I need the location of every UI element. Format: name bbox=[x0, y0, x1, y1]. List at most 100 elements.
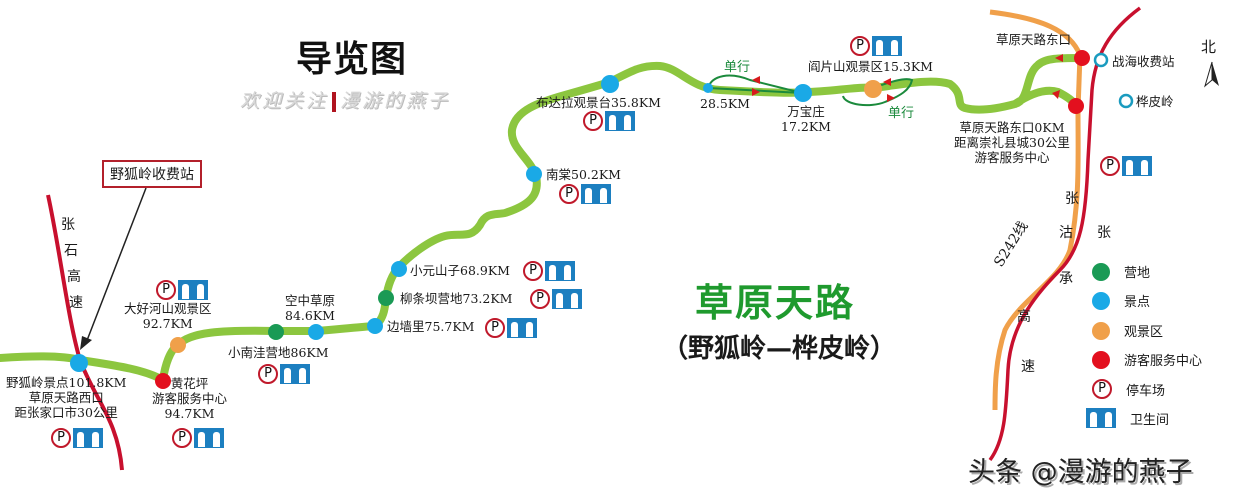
node-zhanhai-toll[interactable] bbox=[1093, 52, 1109, 68]
amenities-yehuling: P bbox=[51, 428, 103, 448]
subtitle-divider bbox=[332, 92, 337, 112]
amenities-budala: P bbox=[583, 111, 635, 131]
amenities-dahaohe: P bbox=[156, 280, 208, 300]
parking-icon: P bbox=[523, 261, 543, 281]
node-bianqiangli[interactable] bbox=[367, 318, 383, 334]
scenic-dot-icon bbox=[1092, 291, 1110, 310]
legend-item-restroom: 卫生间 bbox=[1086, 408, 1169, 428]
node-nantang[interactable] bbox=[526, 166, 542, 182]
restroom-icon bbox=[552, 289, 582, 309]
restroom-icon bbox=[280, 364, 310, 384]
oneway-loop-west bbox=[707, 74, 803, 94]
hwy-east-char: 速 bbox=[1021, 359, 1035, 375]
label-liutiaoba: 柳条坝营地73.2KM bbox=[400, 291, 513, 306]
node-liutiaoba[interactable] bbox=[378, 290, 394, 306]
node-xiaonanwa[interactable] bbox=[268, 324, 284, 340]
s242-road bbox=[989, 9, 1083, 411]
label-bianqiangli: 边墙里75.7KM bbox=[387, 319, 475, 334]
amenities-liutiaoba: P bbox=[530, 289, 582, 309]
hwy-west-char: 速 bbox=[69, 295, 83, 311]
oneway-loop-east bbox=[842, 78, 914, 107]
parking-icon: P bbox=[51, 428, 71, 448]
node-dahaohe[interactable] bbox=[170, 337, 186, 353]
restroom-icon bbox=[1086, 408, 1116, 428]
oneway-label-east: 单行 bbox=[888, 106, 915, 121]
restroom-icon bbox=[507, 318, 537, 338]
hwy-west-char: 石 bbox=[64, 243, 78, 259]
legend-item-parking: P 停车场 bbox=[1092, 379, 1165, 399]
restroom-icon bbox=[545, 261, 575, 281]
route-subtitle: （野狐岭—桦皮岭） bbox=[662, 334, 897, 364]
label-zhanhai-toll: 战海收费站 bbox=[1112, 54, 1175, 69]
legend-item-scenic: 景点 bbox=[1092, 291, 1150, 310]
node-huapiling[interactable] bbox=[1118, 93, 1134, 109]
restroom-icon bbox=[581, 184, 611, 204]
node-kongzhong[interactable] bbox=[308, 324, 324, 340]
hwy-west-char: 张 bbox=[61, 217, 75, 233]
node-xiaoyuanshanzi[interactable] bbox=[391, 261, 407, 277]
node-east-gate[interactable] bbox=[1074, 50, 1090, 66]
hwy-east-char: 沽 bbox=[1059, 225, 1073, 241]
visitor-center-dot-icon bbox=[1092, 350, 1110, 369]
north-label: 北 bbox=[1201, 38, 1217, 56]
restroom-icon bbox=[73, 428, 103, 448]
restroom-icon bbox=[605, 111, 635, 131]
node-east-gate-0km[interactable] bbox=[1068, 98, 1084, 114]
label-budala: 布达拉观景台35.8KM bbox=[536, 95, 661, 110]
amenities-bianqiangli: P bbox=[485, 318, 537, 338]
campsite-dot-icon bbox=[1092, 262, 1110, 281]
label-xiaonanwa: 小南洼营地86KM bbox=[228, 345, 329, 360]
node-budala[interactable] bbox=[601, 75, 619, 93]
node-huanghuaping[interactable] bbox=[155, 373, 171, 389]
viewing-area-dot-icon bbox=[1092, 321, 1110, 340]
restroom-icon bbox=[178, 280, 208, 300]
parking-icon: P bbox=[559, 184, 579, 204]
label-yanpianshan: 阎片山观景区15.3KM bbox=[808, 59, 933, 74]
amenities-yanpianshan: P bbox=[850, 36, 902, 56]
route-title: 草原天路 bbox=[695, 281, 856, 325]
watermark: 头条 @漫游的燕子 bbox=[968, 457, 1193, 488]
subtitle-right: 漫游的燕子 bbox=[340, 90, 451, 112]
hwy-west-char: 高 bbox=[67, 269, 81, 285]
parking-icon: P bbox=[258, 364, 278, 384]
parking-icon: P bbox=[172, 428, 192, 448]
node-yanpianshan[interactable] bbox=[864, 80, 882, 98]
parking-icon: P bbox=[1092, 379, 1112, 399]
label-huapiling: 桦皮岭 bbox=[1136, 94, 1174, 109]
legend-item-viewing-area: 观景区 bbox=[1092, 321, 1163, 340]
page-title: 导览图 bbox=[296, 38, 408, 80]
amenities-xiaonanwa: P bbox=[258, 364, 310, 384]
parking-icon: P bbox=[850, 36, 870, 56]
amenities-huanghuaping: P bbox=[172, 428, 224, 448]
node-km285[interactable] bbox=[703, 83, 713, 93]
subtitle-left: 欢迎关注 bbox=[240, 90, 329, 112]
label-km285: 28.5KM bbox=[700, 96, 750, 111]
legend-item-campsite: 营地 bbox=[1092, 262, 1150, 281]
label-xiaoyuanshanzi: 小元山子68.9KM bbox=[410, 263, 510, 278]
amenities-nantang: P bbox=[559, 184, 611, 204]
hwy-east-char: 高 bbox=[1017, 309, 1031, 325]
parking-icon: P bbox=[583, 111, 603, 131]
legend-item-visitor-center: 游客服务中心 bbox=[1092, 350, 1202, 369]
node-yehuling[interactable] bbox=[70, 354, 88, 372]
oneway-label-west: 单行 bbox=[724, 60, 751, 75]
hwy-east-char: 承 bbox=[1059, 271, 1073, 287]
parking-icon: P bbox=[156, 280, 176, 300]
page-subtitle: 欢迎关注漫游的燕子 bbox=[240, 86, 450, 113]
amenities-xiaoyuanshanzi: P bbox=[523, 261, 575, 281]
toll-callout: 野狐岭收费站 bbox=[102, 160, 202, 188]
parking-icon: P bbox=[530, 289, 550, 309]
amenities-east-gate: P bbox=[1100, 156, 1152, 176]
node-wanbaozhuang[interactable] bbox=[794, 84, 812, 102]
label-east-gate: 草原天路东口 bbox=[996, 32, 1072, 47]
restroom-icon bbox=[872, 36, 902, 56]
restroom-icon bbox=[194, 428, 224, 448]
